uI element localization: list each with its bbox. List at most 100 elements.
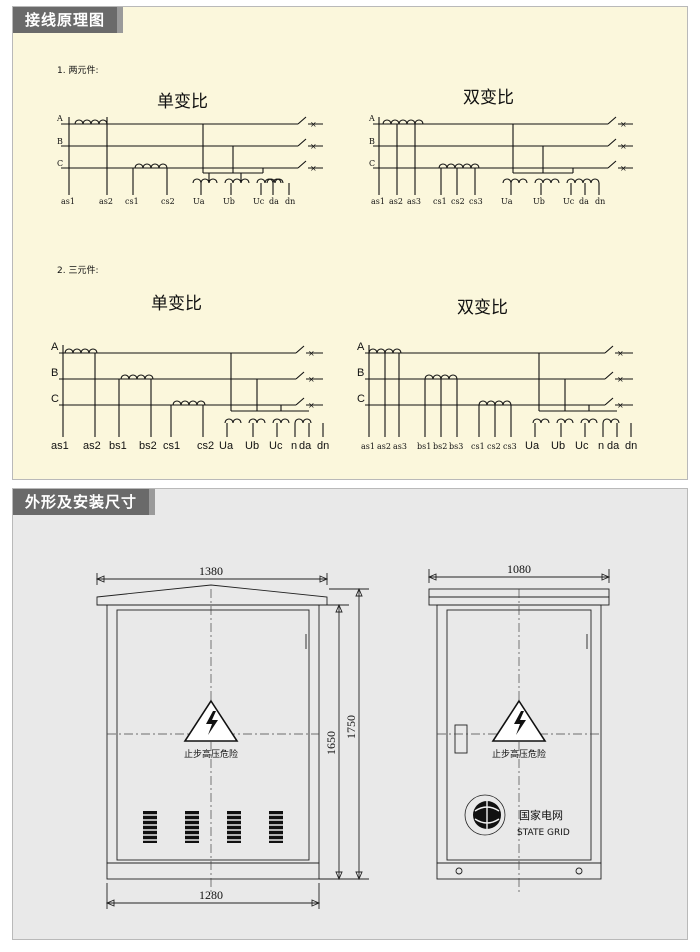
phase-label: C [357, 393, 365, 405]
phase-label: C [57, 159, 63, 168]
terminal-label: Uc [253, 197, 265, 206]
terminal-label: cs3 [469, 197, 483, 206]
terminal-label: bs1 [109, 440, 127, 452]
wiring-diagram-panel: 接线原理图 1. 两元件: 单变比 A B C × × × as1 [12, 6, 688, 480]
phase-label: B [51, 367, 58, 379]
terminal-label: bs2 [433, 442, 447, 451]
side-warning-text: 止步高压危险 [492, 748, 546, 760]
terminal-label: dn [317, 440, 329, 452]
phase-label: A [56, 114, 63, 123]
base-bolt [455, 867, 463, 875]
two-element-dual-title: 双变比 [463, 88, 514, 108]
terminal-label: da [269, 197, 279, 206]
three-element-single-title: 单变比 [151, 294, 202, 314]
terminal-label: da [607, 440, 620, 452]
svg-text:×: × [617, 375, 624, 384]
svg-text:×: × [620, 142, 627, 151]
svg-text:×: × [620, 120, 627, 129]
base-bolt [575, 867, 583, 875]
svg-text:×: × [308, 349, 315, 358]
svg-text:×: × [308, 375, 315, 384]
terminal-label: n [291, 440, 297, 452]
wiring-section-header: 接线原理图 [13, 7, 124, 33]
state-grid-logo [464, 794, 506, 836]
terminal-label: Uc [575, 440, 589, 452]
front-width-bottom-dim: 1280 [199, 888, 223, 902]
svg-text:×: × [310, 120, 317, 129]
phase-label: B [369, 137, 375, 146]
svg-text:×: × [308, 401, 315, 410]
svg-text:×: × [310, 164, 317, 173]
terminal-label: Uc [563, 197, 575, 206]
vent-grille [185, 811, 199, 843]
terminal-label: as2 [99, 197, 113, 206]
vent-grilles [143, 811, 283, 843]
terminal-label: Ua [219, 440, 234, 452]
svg-text:×: × [617, 401, 624, 410]
two-element-dual-diagram: 双变比 A B C × × × as1 as2 as3 cs1 cs2 cs3 Ua… [368, 88, 633, 206]
terminal-label: Uc [269, 440, 283, 452]
cabinet-side-view: 1080 止步高压危险 国家电网 STATE GRID [427, 562, 611, 894]
terminal-label: bs1 [417, 442, 431, 451]
terminal-label: cs2 [487, 442, 501, 451]
front-body-height-dim: 1650 [324, 731, 338, 755]
two-element-label: 1. 两元件: [57, 64, 98, 76]
terminal-label: cs2 [451, 197, 465, 206]
terminal-label: as3 [393, 442, 407, 451]
outline-dimensions-panel: 外形及安装尺寸 1380 止步高压危险 [12, 488, 688, 940]
side-width-top-dim: 1080 [507, 562, 531, 576]
terminal-label: as1 [371, 197, 385, 206]
terminal-label: Ua [501, 197, 513, 206]
terminal-label: cs1 [125, 197, 139, 206]
front-warning-text: 止步高压危险 [184, 748, 238, 760]
phase-label: C [369, 159, 375, 168]
vent-grille [143, 811, 157, 843]
terminal-label: as1 [361, 442, 375, 451]
two-element-single-title: 单变比 [157, 92, 208, 112]
three-element-dual-diagram: 双变比 A B C × × × as1 as2 as3 bs1 bs2 bs3 cs… [357, 298, 637, 452]
terminal-label: as2 [377, 442, 391, 451]
terminal-label: cs1 [433, 197, 447, 206]
outline-section-header: 外形及安装尺寸 [13, 489, 156, 515]
terminal-label: dn [285, 197, 295, 206]
terminal-label: da [299, 440, 312, 452]
phase-label: A [51, 341, 59, 353]
three-element-label: 2. 三元件: [57, 264, 98, 276]
svg-text:×: × [617, 349, 624, 358]
phase-label: B [57, 137, 63, 146]
vent-grille [269, 811, 283, 843]
terminal-label: Ua [193, 197, 205, 206]
front-width-top-dim: 1380 [199, 564, 223, 578]
terminal-label: cs2 [161, 197, 175, 206]
terminal-label: Ub [245, 440, 259, 452]
cabinet-drawings-svg: 1380 止步高压危险 [95, 562, 611, 909]
svg-text:×: × [310, 142, 317, 151]
brand-name-cn: 国家电网 [519, 808, 563, 822]
svg-text:×: × [620, 164, 627, 173]
terminal-label: cs3 [503, 442, 517, 451]
two-element-single-diagram: 1. 两元件: 单变比 A B C × × × as1 as2 cs1 [56, 64, 323, 206]
wiring-diagrams-svg: 1. 两元件: 单变比 A B C × × × as1 as2 cs1 [51, 64, 637, 452]
terminal-label: bs3 [449, 442, 463, 451]
terminal-label: as2 [389, 197, 403, 206]
phase-label: A [357, 341, 365, 353]
vent-grille [227, 811, 241, 843]
cabinet-front-view: 1380 止步高压危险 [95, 564, 369, 909]
front-total-height-dim: 1750 [344, 715, 358, 739]
terminal-label: as1 [61, 197, 75, 206]
terminal-label: bs2 [139, 440, 157, 452]
terminal-label: Ub [223, 197, 235, 206]
terminal-label: cs1 [163, 440, 180, 452]
terminal-label: as3 [407, 197, 421, 206]
terminal-label: cs1 [471, 442, 485, 451]
terminal-label: as1 [51, 440, 69, 452]
phase-label: B [357, 367, 364, 379]
terminal-label: Ua [525, 440, 540, 452]
terminal-label: Ub [533, 197, 545, 206]
three-element-dual-title: 双变比 [457, 298, 508, 318]
terminal-label: dn [595, 197, 605, 206]
terminal-label: da [579, 197, 589, 206]
terminal-label: dn [625, 440, 637, 452]
terminal-label: as2 [83, 440, 101, 452]
phase-label: A [368, 114, 375, 123]
